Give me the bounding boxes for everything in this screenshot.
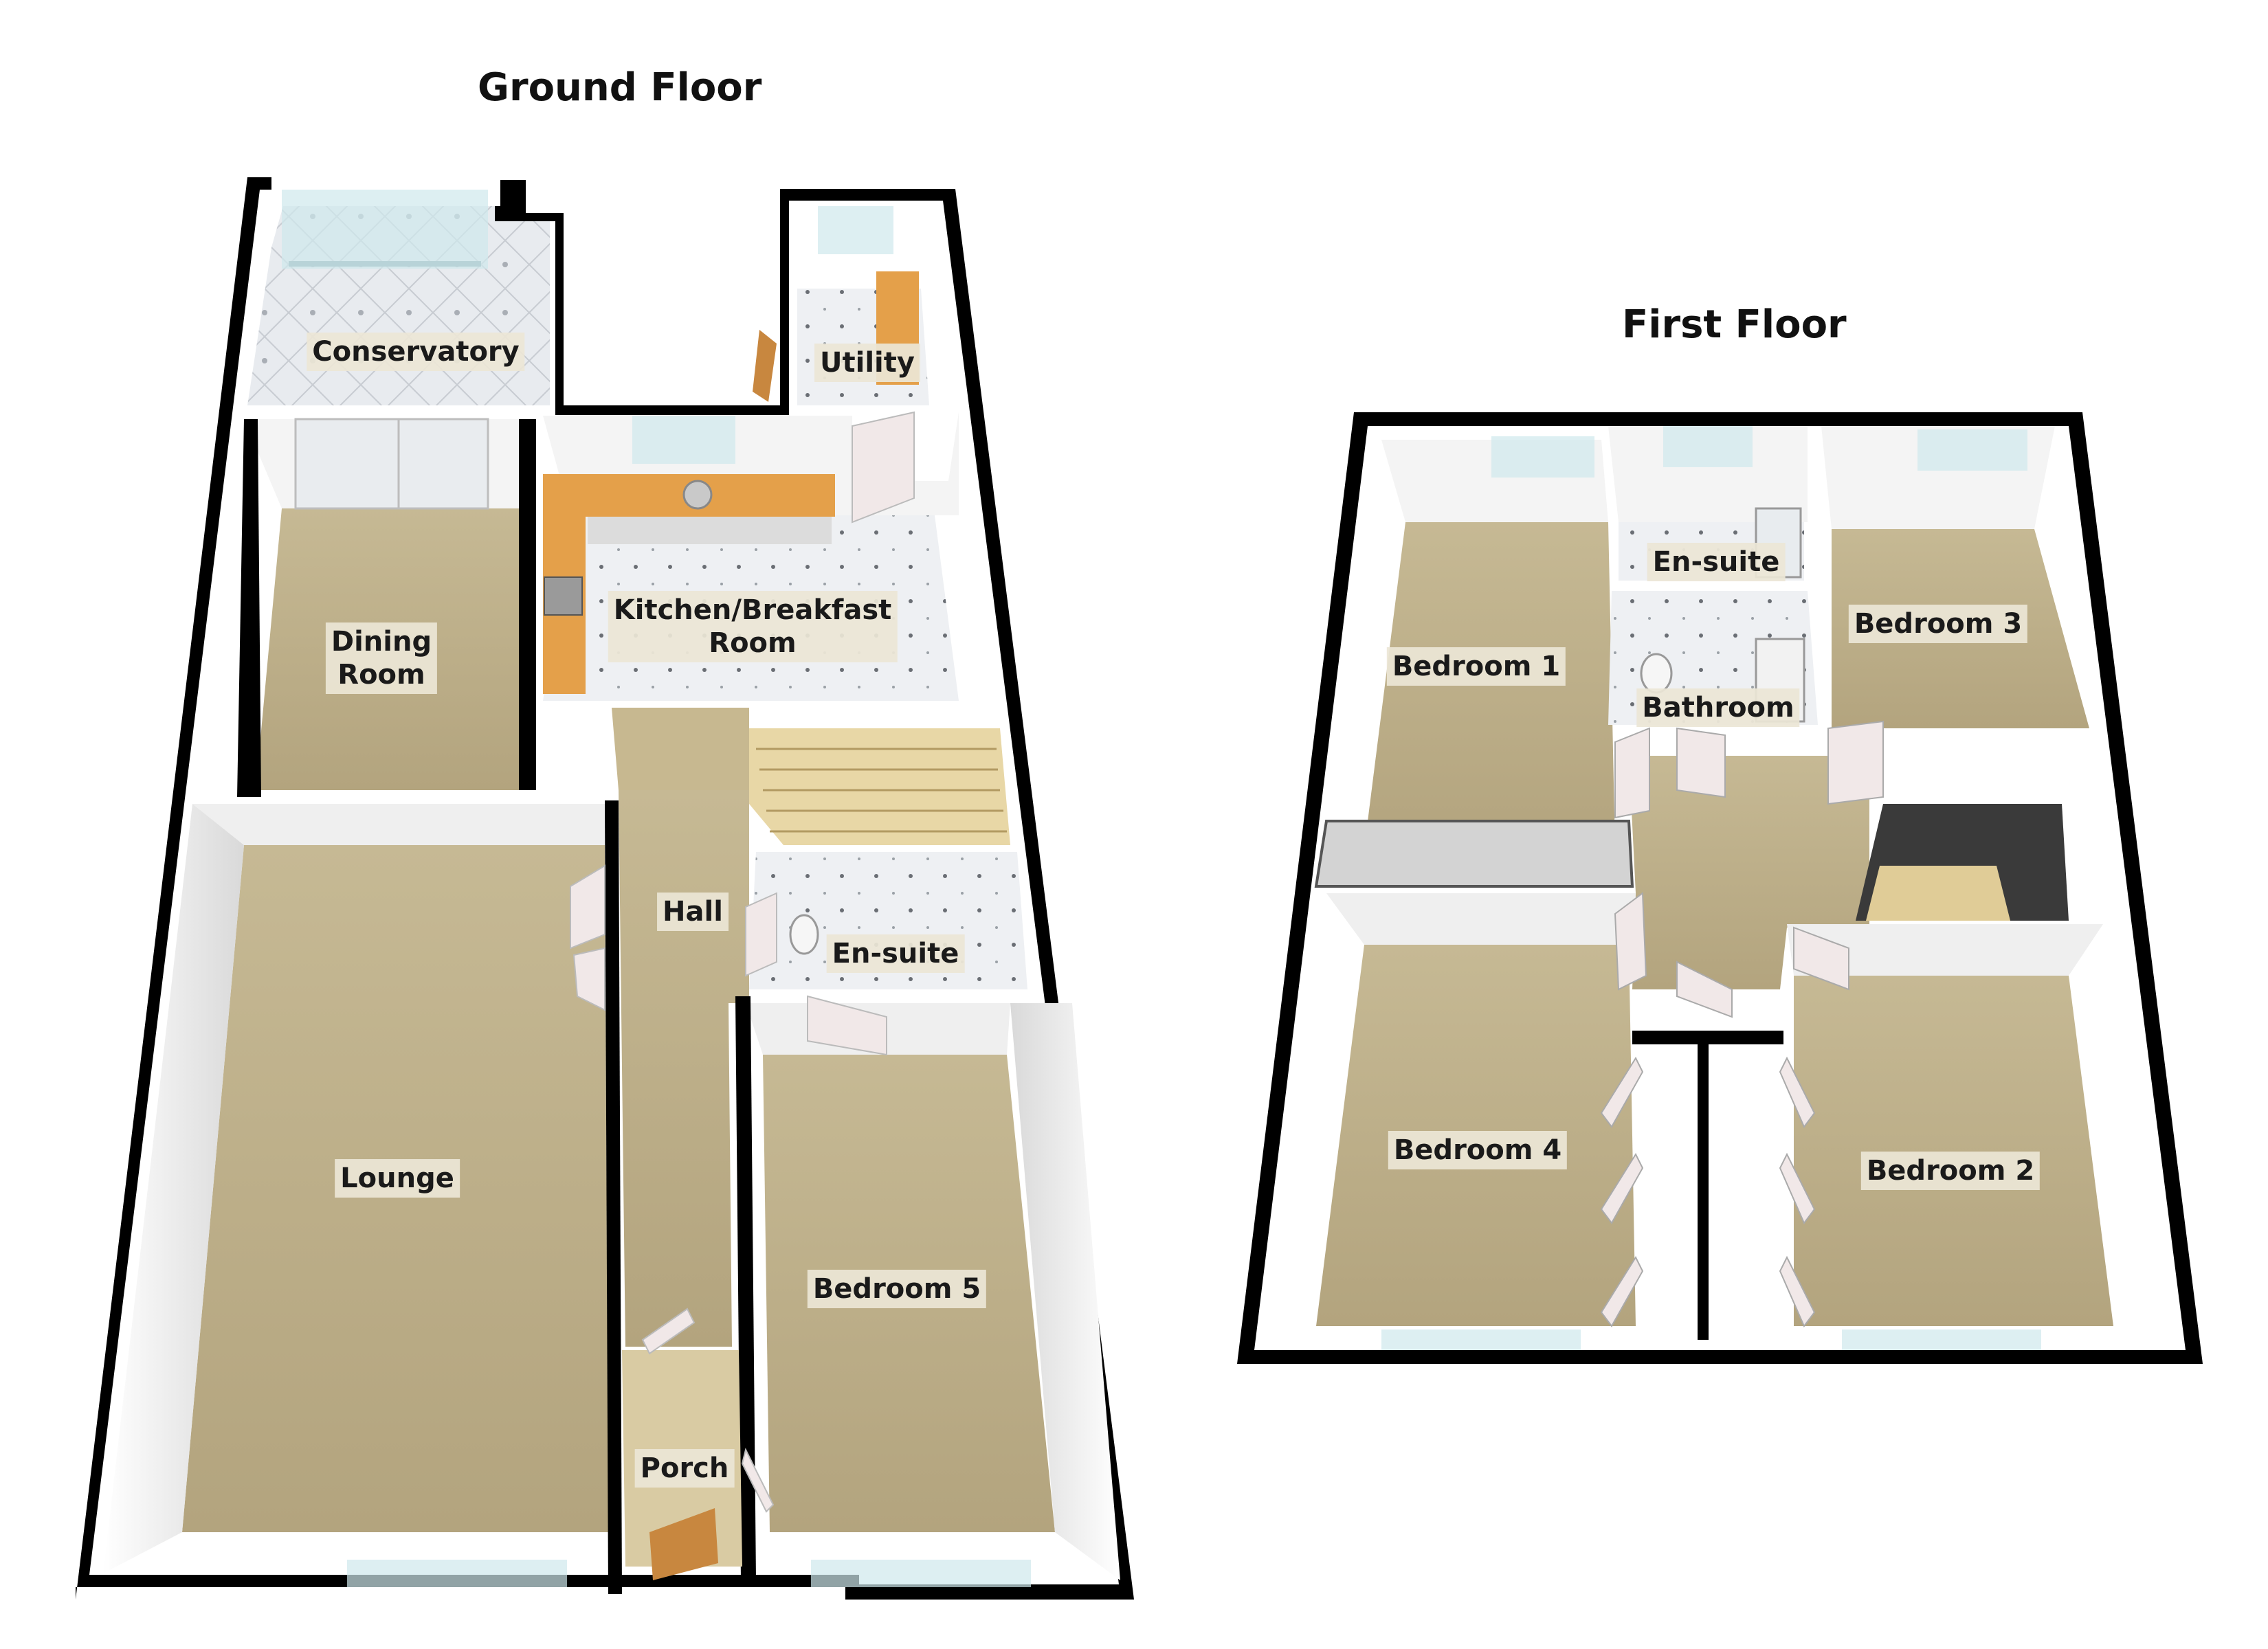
ground-ensuite-door (745, 892, 777, 977)
bathroom-toilet (1640, 653, 1673, 694)
utility-label: Utility (814, 344, 920, 382)
bedroom3-label: Bedroom 3 (1848, 605, 2028, 643)
first-floor-title: First Floor (1622, 302, 1847, 347)
conservatory-label: Conservatory (307, 333, 525, 371)
bathroom-label: Bathroom (1636, 688, 1800, 727)
dining-room-glass-door (294, 418, 400, 510)
bedroom5-window (811, 1560, 1031, 1587)
stairs-first-treads (1866, 866, 2010, 921)
lounge-door-2 (572, 947, 605, 1011)
lounge-back-wall (192, 804, 612, 845)
kitchen-label-line2: Room (709, 627, 797, 659)
bedroom3-window (1917, 429, 2027, 471)
utility-door (753, 330, 777, 402)
porch-inner-door (741, 1448, 775, 1513)
kitchen-label: Kitchen/Breakfast Room (608, 591, 898, 662)
stair-treads (756, 748, 1007, 833)
wardrobe-doors (1600, 1056, 1816, 1327)
bedroom2-label: Bedroom 2 (1860, 1152, 2041, 1190)
ground-floor-plan (76, 177, 1134, 1600)
first-ensuite-label: En-suite (1647, 543, 1786, 581)
bedroom5-right-wall-shade (1010, 1003, 1120, 1580)
lounge-label: Lounge (335, 1159, 460, 1198)
bedroom1-window (1491, 436, 1594, 478)
ground-ensuite-label: En-suite (826, 934, 965, 973)
hall-label: Hall (657, 893, 729, 931)
dining-label-line2: Room (337, 659, 425, 691)
central-wardrobe-divider (1698, 1037, 1709, 1340)
landing-floor (1629, 756, 1869, 989)
dining-room-glass-door-2 (397, 418, 489, 510)
bedroom2-window (1842, 1330, 2041, 1350)
ground-ensuite-toilet (789, 914, 819, 955)
conservatory-window-frame (289, 261, 481, 267)
lounge-door (570, 864, 605, 950)
dining-room-partition (237, 419, 261, 797)
dining-label-line1: Dining (331, 626, 432, 658)
hall-upper (612, 708, 749, 790)
bedroom1-wardrobe (1314, 820, 1634, 888)
bedroom4-back-wall (1326, 893, 1636, 945)
lounge-left-wall-shade (103, 804, 244, 1573)
first-ensuite-back-wall (1608, 426, 1808, 522)
kitchen-label-line1: Kitchen/Breakfast (613, 594, 892, 626)
conservatory-glass (282, 190, 488, 269)
bedroom1-label: Bedroom 1 (1386, 647, 1566, 686)
kitchen-partition-wall (519, 419, 536, 790)
kitchen-sink (682, 480, 713, 510)
kitchen-door (852, 411, 915, 524)
porch-front-door (649, 1508, 718, 1580)
stairs-ground (742, 728, 1010, 845)
lounge-window (347, 1560, 567, 1587)
bedroom2-back-wall (1787, 924, 2103, 976)
bedroom5-label: Bedroom 5 (807, 1270, 987, 1308)
porch-label: Porch (634, 1449, 735, 1488)
kitchen-hob (544, 576, 583, 616)
bedroom5-door (807, 995, 887, 1056)
landing-doors (1614, 720, 1884, 1018)
utility-window (818, 206, 893, 254)
lounge-right-partition (605, 800, 622, 1594)
porch-side-door (641, 1308, 696, 1355)
kitchen-window (632, 416, 735, 464)
bedroom2-floor (1794, 976, 2113, 1326)
first-ensuite-window (1663, 426, 1753, 467)
central-wardrobe-block (1632, 1031, 1783, 1044)
bedroom4-label: Bedroom 4 (1388, 1131, 1568, 1169)
dining-room-label: Dining Room (325, 622, 438, 694)
ground-floor-title: Ground Floor (478, 65, 762, 110)
bedroom5-left-partition (735, 996, 756, 1580)
bedroom4-window (1381, 1330, 1581, 1350)
kitchen-worktop-cabinets (588, 517, 832, 544)
